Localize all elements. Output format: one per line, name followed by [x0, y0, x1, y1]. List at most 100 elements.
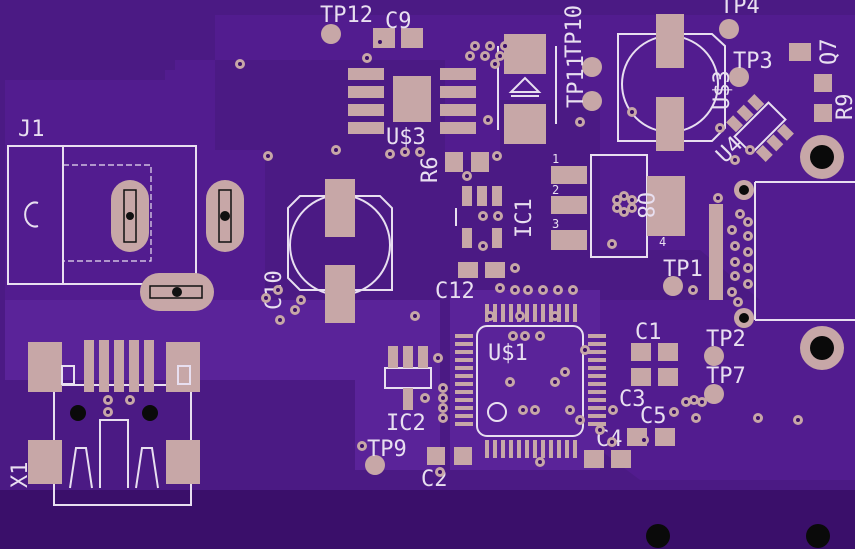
- via-hole: [526, 288, 530, 292]
- via-hole: [556, 288, 560, 292]
- label-tp1: TP1: [663, 257, 703, 282]
- tp9-pad: [365, 455, 385, 475]
- passives-right: C1 C3 C5 C4 TP2 TP7: [584, 320, 746, 468]
- qfp-pin: [588, 358, 606, 362]
- via-hole: [299, 298, 303, 302]
- qfp-pin: [509, 304, 513, 322]
- via-hole: [468, 54, 472, 58]
- label-c12: C12: [435, 279, 475, 304]
- c2-pad-b: [454, 447, 472, 465]
- via-hole: [276, 288, 280, 292]
- via-hole: [106, 398, 110, 402]
- via-hole: [642, 438, 646, 442]
- label-q7: Q7: [817, 39, 842, 66]
- vias: [103, 37, 803, 477]
- via-hole: [495, 154, 499, 158]
- via-hole: [128, 398, 132, 402]
- label-u3-soic: U$3: [386, 125, 426, 150]
- qfp-pin: [588, 382, 606, 386]
- via-hole: [718, 126, 722, 130]
- via-hole: [523, 334, 527, 338]
- via-hole: [278, 318, 282, 322]
- qfp-pin: [588, 366, 606, 370]
- label-tp10: TP10: [562, 5, 587, 58]
- qfp-pin: [455, 334, 473, 338]
- label-ic2: IC2: [386, 411, 426, 436]
- via-hole: [630, 206, 634, 210]
- via-hole: [630, 198, 634, 202]
- ic2: IC2: [384, 346, 432, 436]
- qfp-pin: [588, 390, 606, 394]
- qfp-pin: [455, 366, 473, 370]
- label-c3: C3: [619, 387, 646, 412]
- via-hole: [513, 288, 517, 292]
- mounting-hole: [646, 524, 670, 548]
- via-hole: [266, 154, 270, 158]
- via-hole: [486, 118, 490, 122]
- via-hole: [571, 288, 575, 292]
- qfp-pin: [455, 358, 473, 362]
- via-hole: [473, 44, 477, 48]
- via-hole: [465, 174, 469, 178]
- qfp-pin: [533, 304, 537, 322]
- via-hole: [264, 296, 268, 300]
- u3-soic: TP12 C9 U$3 R6: [320, 3, 489, 183]
- ic1: IC1: [455, 186, 537, 278]
- label-tp12: TP12: [320, 3, 373, 28]
- label-r6: R6: [418, 157, 443, 184]
- via-hole: [436, 356, 440, 360]
- via-hole: [423, 396, 427, 400]
- via-hole: [521, 408, 525, 412]
- label-pin3: 3: [552, 217, 559, 231]
- qfp-pin: [455, 398, 473, 402]
- via-hole: [483, 54, 487, 58]
- via-hole: [498, 286, 502, 290]
- via-hole: [541, 288, 545, 292]
- via-hole: [496, 214, 500, 218]
- via-hole: [733, 244, 737, 248]
- j1-jack: J1: [7, 117, 244, 311]
- label-ic1: IC1: [512, 198, 537, 238]
- qfp-pin: [525, 440, 529, 458]
- qfp-pin: [549, 440, 553, 458]
- qfp-pin: [517, 440, 521, 458]
- label-j1: J1: [18, 117, 45, 142]
- qfp-pin: [455, 414, 473, 418]
- c10-inductor: C10: [262, 179, 393, 323]
- qfp-pin: [557, 440, 561, 458]
- via-hole: [378, 40, 382, 44]
- qfp-pin: [541, 304, 545, 322]
- right-connector: [709, 135, 855, 370]
- qfp-pin: [588, 398, 606, 402]
- qfp-pin: [588, 334, 606, 338]
- via-hole: [563, 370, 567, 374]
- via-hole: [388, 152, 392, 156]
- via-hole: [508, 380, 512, 384]
- via-hole: [684, 400, 688, 404]
- qfp-pin: [525, 304, 529, 322]
- via-hole: [756, 416, 760, 420]
- via-hole: [334, 148, 338, 152]
- via-hole: [615, 198, 619, 202]
- label-tp2: TP2: [706, 327, 746, 352]
- via-hole: [293, 308, 297, 312]
- label-pin4: 4: [659, 235, 666, 249]
- via-hole: [106, 410, 110, 414]
- via-hole: [403, 150, 407, 154]
- via-hole: [503, 44, 507, 48]
- via-hole: [733, 158, 737, 162]
- qfp-pin: [493, 304, 497, 322]
- via-hole: [441, 386, 445, 390]
- qfp-pin: [565, 440, 569, 458]
- via-hole: [488, 44, 492, 48]
- u3-inductor: U$3: [617, 14, 735, 151]
- via-hole: [672, 410, 676, 414]
- label-r9: R9: [833, 94, 855, 121]
- qfp-pin: [455, 422, 473, 426]
- via-hole: [238, 62, 242, 66]
- via-hole: [746, 250, 750, 254]
- qfp-pin: [588, 414, 606, 418]
- qfp-pin: [541, 440, 545, 458]
- via-hole: [518, 314, 522, 318]
- via-hole: [746, 282, 750, 286]
